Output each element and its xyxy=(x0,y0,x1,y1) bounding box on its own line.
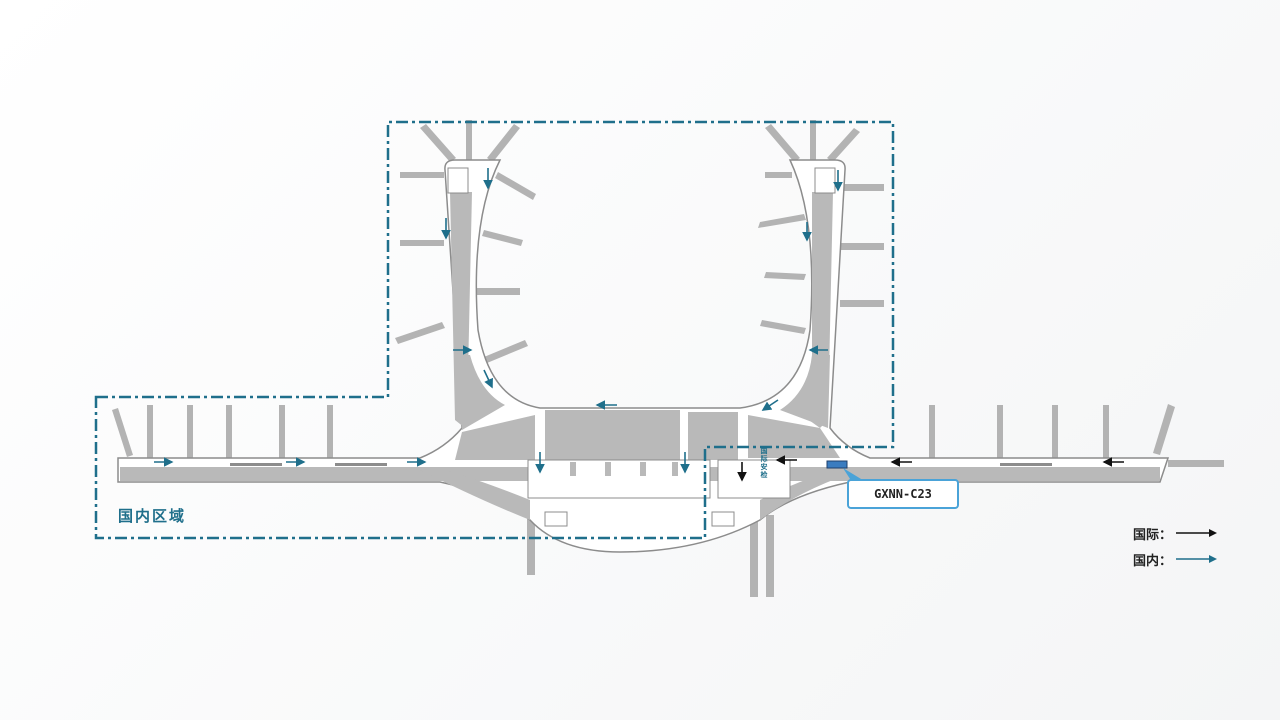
domestic-zone-label: 国内区域 xyxy=(118,507,187,525)
legend-international: 国际： xyxy=(1133,520,1218,546)
legend-international-label: 国际： xyxy=(1133,527,1173,543)
domestic-flow-arrows xyxy=(154,168,843,474)
legend-domestic-arrow-icon xyxy=(1176,555,1218,563)
gate-c23-marker[interactable] xyxy=(826,460,848,469)
legend-domestic-label: 国内： xyxy=(1133,553,1173,569)
domestic-zone-border xyxy=(94,120,895,540)
legend: 国际： 国内： xyxy=(1133,520,1218,572)
concourse-body xyxy=(117,159,1170,553)
legend-international-arrow-icon xyxy=(1176,529,1218,537)
jet-bridges xyxy=(112,120,1224,597)
legend-domestic: 国内： xyxy=(1133,546,1218,572)
gate-callout[interactable]: GXNN-C23 xyxy=(847,479,959,509)
callout-pointer xyxy=(843,468,866,482)
security-checkpoint-label: 国际安检 xyxy=(760,447,768,479)
international-flow-arrows xyxy=(737,455,1124,482)
